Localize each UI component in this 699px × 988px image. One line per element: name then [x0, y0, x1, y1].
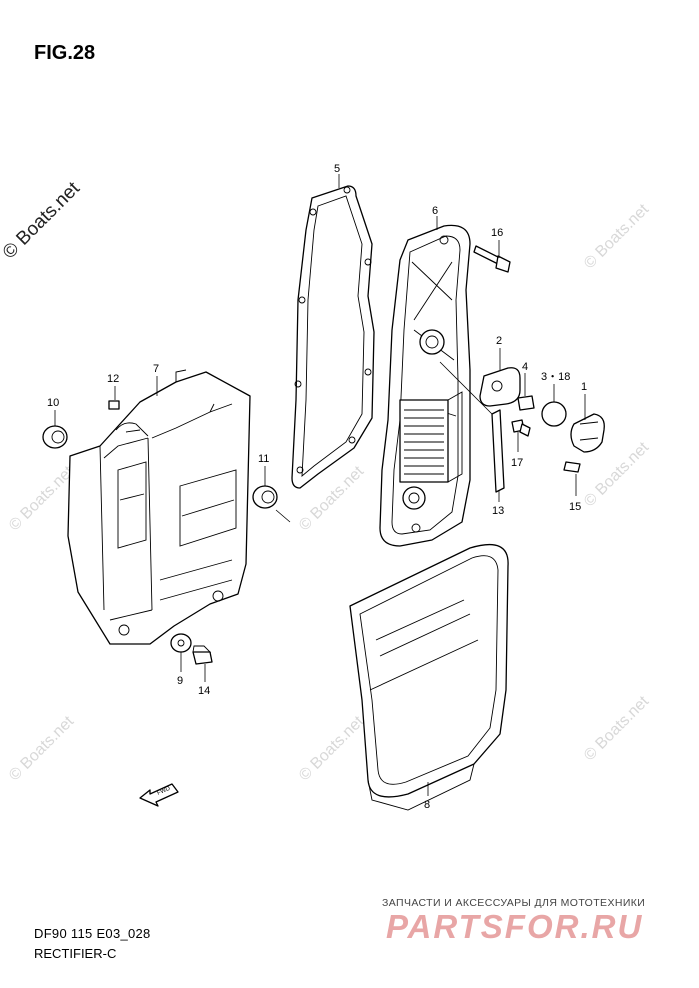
callout-2: 2: [496, 335, 502, 347]
part-14-bolt: [192, 645, 213, 665]
leader-lines: [54, 174, 586, 796]
callout-9: 9: [177, 675, 183, 687]
fwd-label: FWD: [156, 786, 172, 797]
part-9-washer: [170, 633, 192, 653]
part-15-bolt: [563, 461, 581, 473]
part-8-cover: [349, 543, 509, 811]
figure-title: FIG.28: [34, 42, 96, 64]
callout-1: 1: [581, 381, 587, 393]
part-12-clip: [108, 400, 120, 410]
part-3-damper: [541, 401, 567, 427]
part-6-rectifier-plate: [379, 224, 471, 547]
part-13-strap: [491, 409, 505, 493]
part-17-bolt: [511, 419, 531, 437]
callout-3-18: 3・18: [541, 371, 570, 383]
part-7-bracket: [67, 369, 251, 645]
callout-13: 13: [492, 505, 504, 517]
callout-16: 16: [491, 227, 503, 239]
part-16-bolt: [473, 245, 511, 273]
figure-code: DF90 115 E03_028: [34, 926, 151, 941]
callout-5: 5: [334, 163, 340, 175]
figure-name: RECTIFIER-C: [34, 946, 117, 961]
callout-15: 15: [569, 501, 581, 513]
callout-7: 7: [153, 363, 159, 375]
callout-numbers: 5 6 16 2 4 3・18 1 17 13 15 7 12 10 11 9 …: [47, 163, 587, 811]
part-1-holder: [570, 413, 605, 453]
callout-6: 6: [432, 205, 438, 217]
shop-tagline: ЗАПЧАСТИ И АКСЕССУАРЫ ДЛЯ МОТОТЕХНИКИ: [382, 897, 646, 909]
callout-8: 8: [424, 799, 430, 811]
fwd-direction-arrow: FWD: [139, 783, 179, 807]
callout-10: 10: [47, 397, 59, 409]
callout-4: 4: [522, 361, 528, 373]
part-10-grommet: [42, 425, 68, 449]
shop-logo: PARTSFOR.RU: [386, 908, 644, 945]
callout-17: 17: [511, 457, 523, 469]
callout-11: 11: [258, 453, 269, 465]
part-11-grommet: [252, 485, 278, 509]
part-5-gasket: [291, 185, 375, 489]
callout-12: 12: [107, 373, 119, 385]
part-2-pad: [479, 367, 521, 407]
callout-14: 14: [198, 685, 210, 697]
part-4-nut: [517, 395, 535, 411]
